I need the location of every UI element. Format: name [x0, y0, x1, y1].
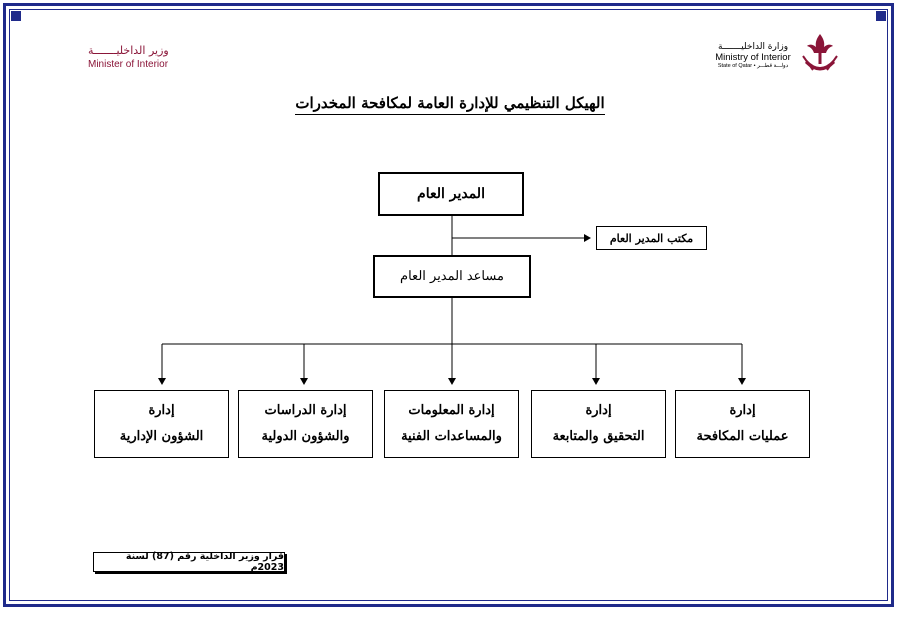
dept-line1: إدارة	[148, 403, 175, 418]
dept-box-counter-ops: إدارة عمليات المكافحة	[675, 390, 810, 458]
chart-title: الهيكل التنظيمي للإدارة العامة لمكافحة ا…	[250, 94, 650, 115]
ministry-name-ar: وزارة الداخليـــــــة	[717, 42, 789, 52]
dept-box-admin: إدارة الشؤون الإدارية	[94, 390, 229, 458]
decree-text: قرار وزير الداخلية رقم (87) لسنة 2023م	[125, 551, 284, 573]
office-label: مكتب المدير العام	[609, 231, 694, 245]
page-frame-inner	[9, 9, 888, 601]
dept-line2: التحقيق والمتابعة	[552, 429, 645, 444]
director-box: المدير العام	[378, 172, 524, 216]
minister-title-en: Minister of Interior	[88, 59, 169, 70]
office-box: مكتب المدير العام	[596, 226, 707, 250]
state-name: State of Qatar • دولـــة قطـــر	[717, 63, 789, 69]
dept-line2: والشؤون الدولية	[261, 429, 350, 444]
page-frame-outer	[3, 3, 894, 607]
assistant-label: مساعد المدير العام	[400, 269, 504, 284]
dept-line2: الشؤون الإدارية	[119, 429, 204, 444]
minister-title-ar: وزير الداخليـــــــة	[88, 44, 169, 57]
chart-title-text: الهيكل التنظيمي للإدارة العامة لمكافحة ا…	[295, 94, 605, 115]
dept-line1: إدارة الدراسات	[264, 403, 347, 418]
ministry-name-en: Ministry of Interior	[715, 52, 791, 63]
ministry-logo: وزارة الداخليـــــــة Ministry of Interi…	[707, 30, 842, 80]
moi-emblem-icon	[802, 34, 838, 71]
minister-header: وزير الداخليـــــــة Minister of Interio…	[88, 44, 169, 70]
dept-line1: إدارة	[729, 403, 756, 418]
director-label: المدير العام	[417, 186, 485, 202]
dept-box-investigation: إدارة التحقيق والمتابعة	[531, 390, 666, 458]
dept-line2: عمليات المكافحة	[696, 429, 789, 444]
dept-line1: إدارة المعلومات	[408, 403, 495, 418]
dept-line1: إدارة	[585, 403, 612, 418]
dept-box-studies: إدارة الدراسات والشؤون الدولية	[238, 390, 373, 458]
decree-note: قرار وزير الداخلية رقم (87) لسنة 2023م	[93, 551, 285, 573]
assistant-box: مساعد المدير العام	[373, 255, 531, 298]
frame-corner	[876, 11, 886, 21]
ministry-logo-text: وزارة الداخليـــــــة Ministry of Interi…	[707, 42, 799, 69]
frame-corner	[11, 11, 21, 21]
dept-line2: والمساعدات الفنية	[401, 429, 502, 444]
dept-box-information: إدارة المعلومات والمساعدات الفنية	[384, 390, 519, 458]
